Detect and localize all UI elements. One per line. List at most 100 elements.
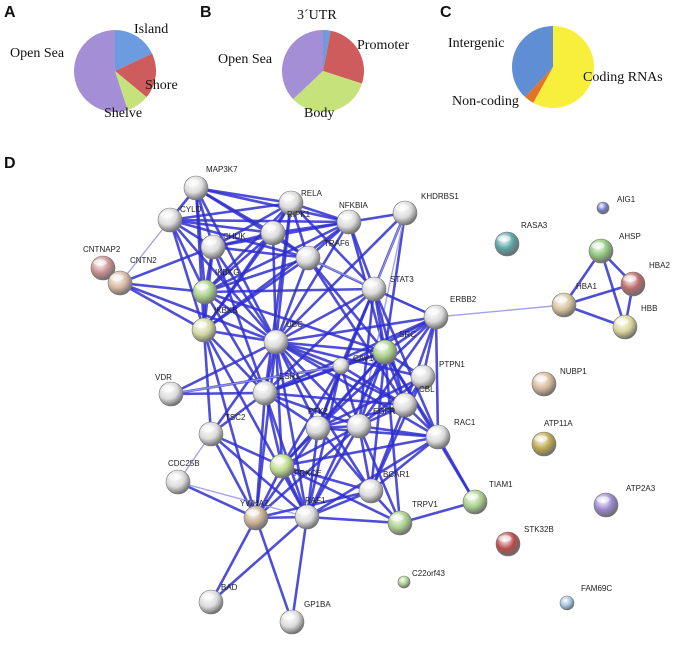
node-label-bad: BAD [221, 583, 238, 592]
node-fam69c: FAM69C [559, 584, 612, 611]
edge-khdrbs1-ubc [275, 212, 406, 343]
node-highlight-bcar1 [361, 482, 375, 489]
node-label-erbb2: ERBB2 [450, 295, 477, 304]
edge-chuk-traf6 [212, 245, 309, 260]
edge-ywhaz-bcar1 [255, 489, 372, 520]
node-ball-ikbkb [191, 317, 217, 343]
edge-erbb2-ubc [275, 315, 437, 344]
node-label-vdr: VDR [155, 373, 172, 382]
node-ball-ikbkg [192, 279, 218, 305]
node-label-src: SRC [399, 330, 416, 339]
edge-src-egfr [357, 351, 387, 427]
node-label-egfr: EGFR [373, 407, 395, 416]
edge-raf1-gp1ba [290, 516, 309, 623]
edge-vdr-cav1 [170, 365, 342, 395]
edge-cyld-ripk1 [169, 218, 274, 235]
node-ball-cntn2 [107, 270, 133, 296]
edge-ahsp-hbb [599, 250, 627, 328]
edge-map3k7-traf6 [195, 186, 309, 260]
panel-letter-c: C [440, 4, 452, 21]
node-label-traf6: TRAF6 [324, 239, 350, 248]
edge-ikbkg-stat3 [204, 287, 375, 294]
node-highlight-bad [201, 593, 215, 600]
node-label-tiam1: TIAM1 [489, 480, 513, 489]
pie-chart-c [512, 26, 594, 108]
node-highlight-esr1 [255, 384, 269, 391]
pie-b-slice-promoter [323, 30, 364, 84]
node-stk32b: STK32B [495, 525, 554, 557]
edge-cav1-raf1 [305, 365, 343, 518]
node-highlight-hba1 [554, 296, 568, 303]
node-highlight-erbb2 [426, 308, 440, 315]
node-esr1: ESR1 [252, 372, 300, 406]
node-label-nubp1: NUBP1 [560, 367, 587, 376]
pie-b-label-utr: 3´UTR [297, 8, 337, 23]
node-label-esr1: ESR1 [279, 372, 300, 381]
node-highlight-ptk2 [308, 419, 322, 426]
node-ball-ubc [263, 329, 289, 355]
node-label-khdrbs1: KHDRBS1 [421, 192, 459, 201]
node-label-cntn2: CNTN2 [130, 256, 157, 265]
edge-cntn2-ubc [119, 281, 277, 344]
node-ikbkg: IKBKG [192, 268, 239, 305]
node-highlight-cbl [395, 396, 409, 403]
edge-egfr-trpv1 [357, 425, 402, 524]
edge-cbl-bcar1 [369, 404, 407, 492]
node-highlight-raf1 [297, 508, 311, 515]
panel-letter-d: D [4, 155, 16, 172]
node-highlight-src [375, 343, 389, 350]
node-ikbkb: IKBKB [191, 306, 238, 343]
edge-cdc25b-ywhaz [177, 480, 257, 520]
edge-cntn2-ikbkb [119, 281, 205, 332]
node-atp2a3: ATP2A3 [593, 484, 656, 518]
edge-ubc-tsc2 [209, 341, 278, 435]
node-ball-src [372, 339, 398, 365]
edge-chuk-ubc [211, 246, 278, 343]
node-ball-ywhaz [243, 505, 269, 531]
node-label-atp11a: ATP11A [544, 419, 573, 428]
edge-ripk1-ubc [271, 232, 278, 343]
node-vdr: VDR [155, 373, 184, 407]
node-hbb: HBB [612, 304, 657, 340]
node-highlight-khdrbs1 [395, 204, 409, 211]
edge-ptpn1-egfr [358, 375, 424, 428]
node-cdc25b: CDC25B [165, 459, 200, 495]
node-ball-bad [198, 589, 224, 615]
edge-ikbkg-src [204, 290, 386, 354]
edge-cav1-prkce [280, 365, 343, 467]
node-ywhaz: YWHAZ [240, 499, 269, 531]
edge-cyld-nfkbia [169, 218, 350, 224]
node-ball-traf6 [295, 245, 321, 271]
node-bad: BAD [198, 583, 238, 615]
node-label-cntnap2: CNTNAP2 [83, 245, 121, 254]
pie-a-label-shore: Shore [145, 78, 178, 93]
node-highlight-rac1 [428, 428, 442, 435]
node-cbl: CBL [392, 385, 435, 418]
node-nubp1: NUBP1 [531, 367, 587, 397]
node-ball-nfkbia [336, 209, 362, 235]
node-ball-raf1 [294, 504, 320, 530]
edge-ywhaz-bad [209, 517, 258, 603]
edge-cyld-ubc [169, 219, 277, 343]
pie-a-slice-open-sea [73, 30, 128, 113]
node-highlight-stk32b [498, 535, 512, 542]
pie-a-slice-shore [115, 53, 156, 98]
node-ball-aig1 [596, 201, 610, 215]
node-ball-vdr [158, 381, 184, 407]
node-prkce: PRKCE [269, 453, 322, 479]
pie-c-slice-intergenic [512, 26, 553, 97]
node-label-cbl: CBL [419, 385, 435, 394]
node-highlight-cdc25b [168, 473, 182, 480]
edge-egfr-prkce [281, 424, 360, 468]
node-label-ubc: UBC [286, 320, 303, 329]
edge-egfr-rac1 [358, 424, 439, 439]
edge-ubc-egfr [275, 341, 360, 427]
edge-erbb2-hba1 [435, 304, 565, 318]
node-label-stat3: STAT3 [390, 275, 414, 284]
node-label-cav1: CAV1 [353, 354, 374, 363]
node-rac1: RAC1 [425, 418, 476, 450]
node-highlight-map3k7 [186, 179, 200, 186]
node-gp1ba: GP1BA [279, 600, 331, 635]
node-map3k7: MAP3K7 [183, 165, 238, 201]
edge-ikbkg-esr1 [203, 291, 267, 394]
